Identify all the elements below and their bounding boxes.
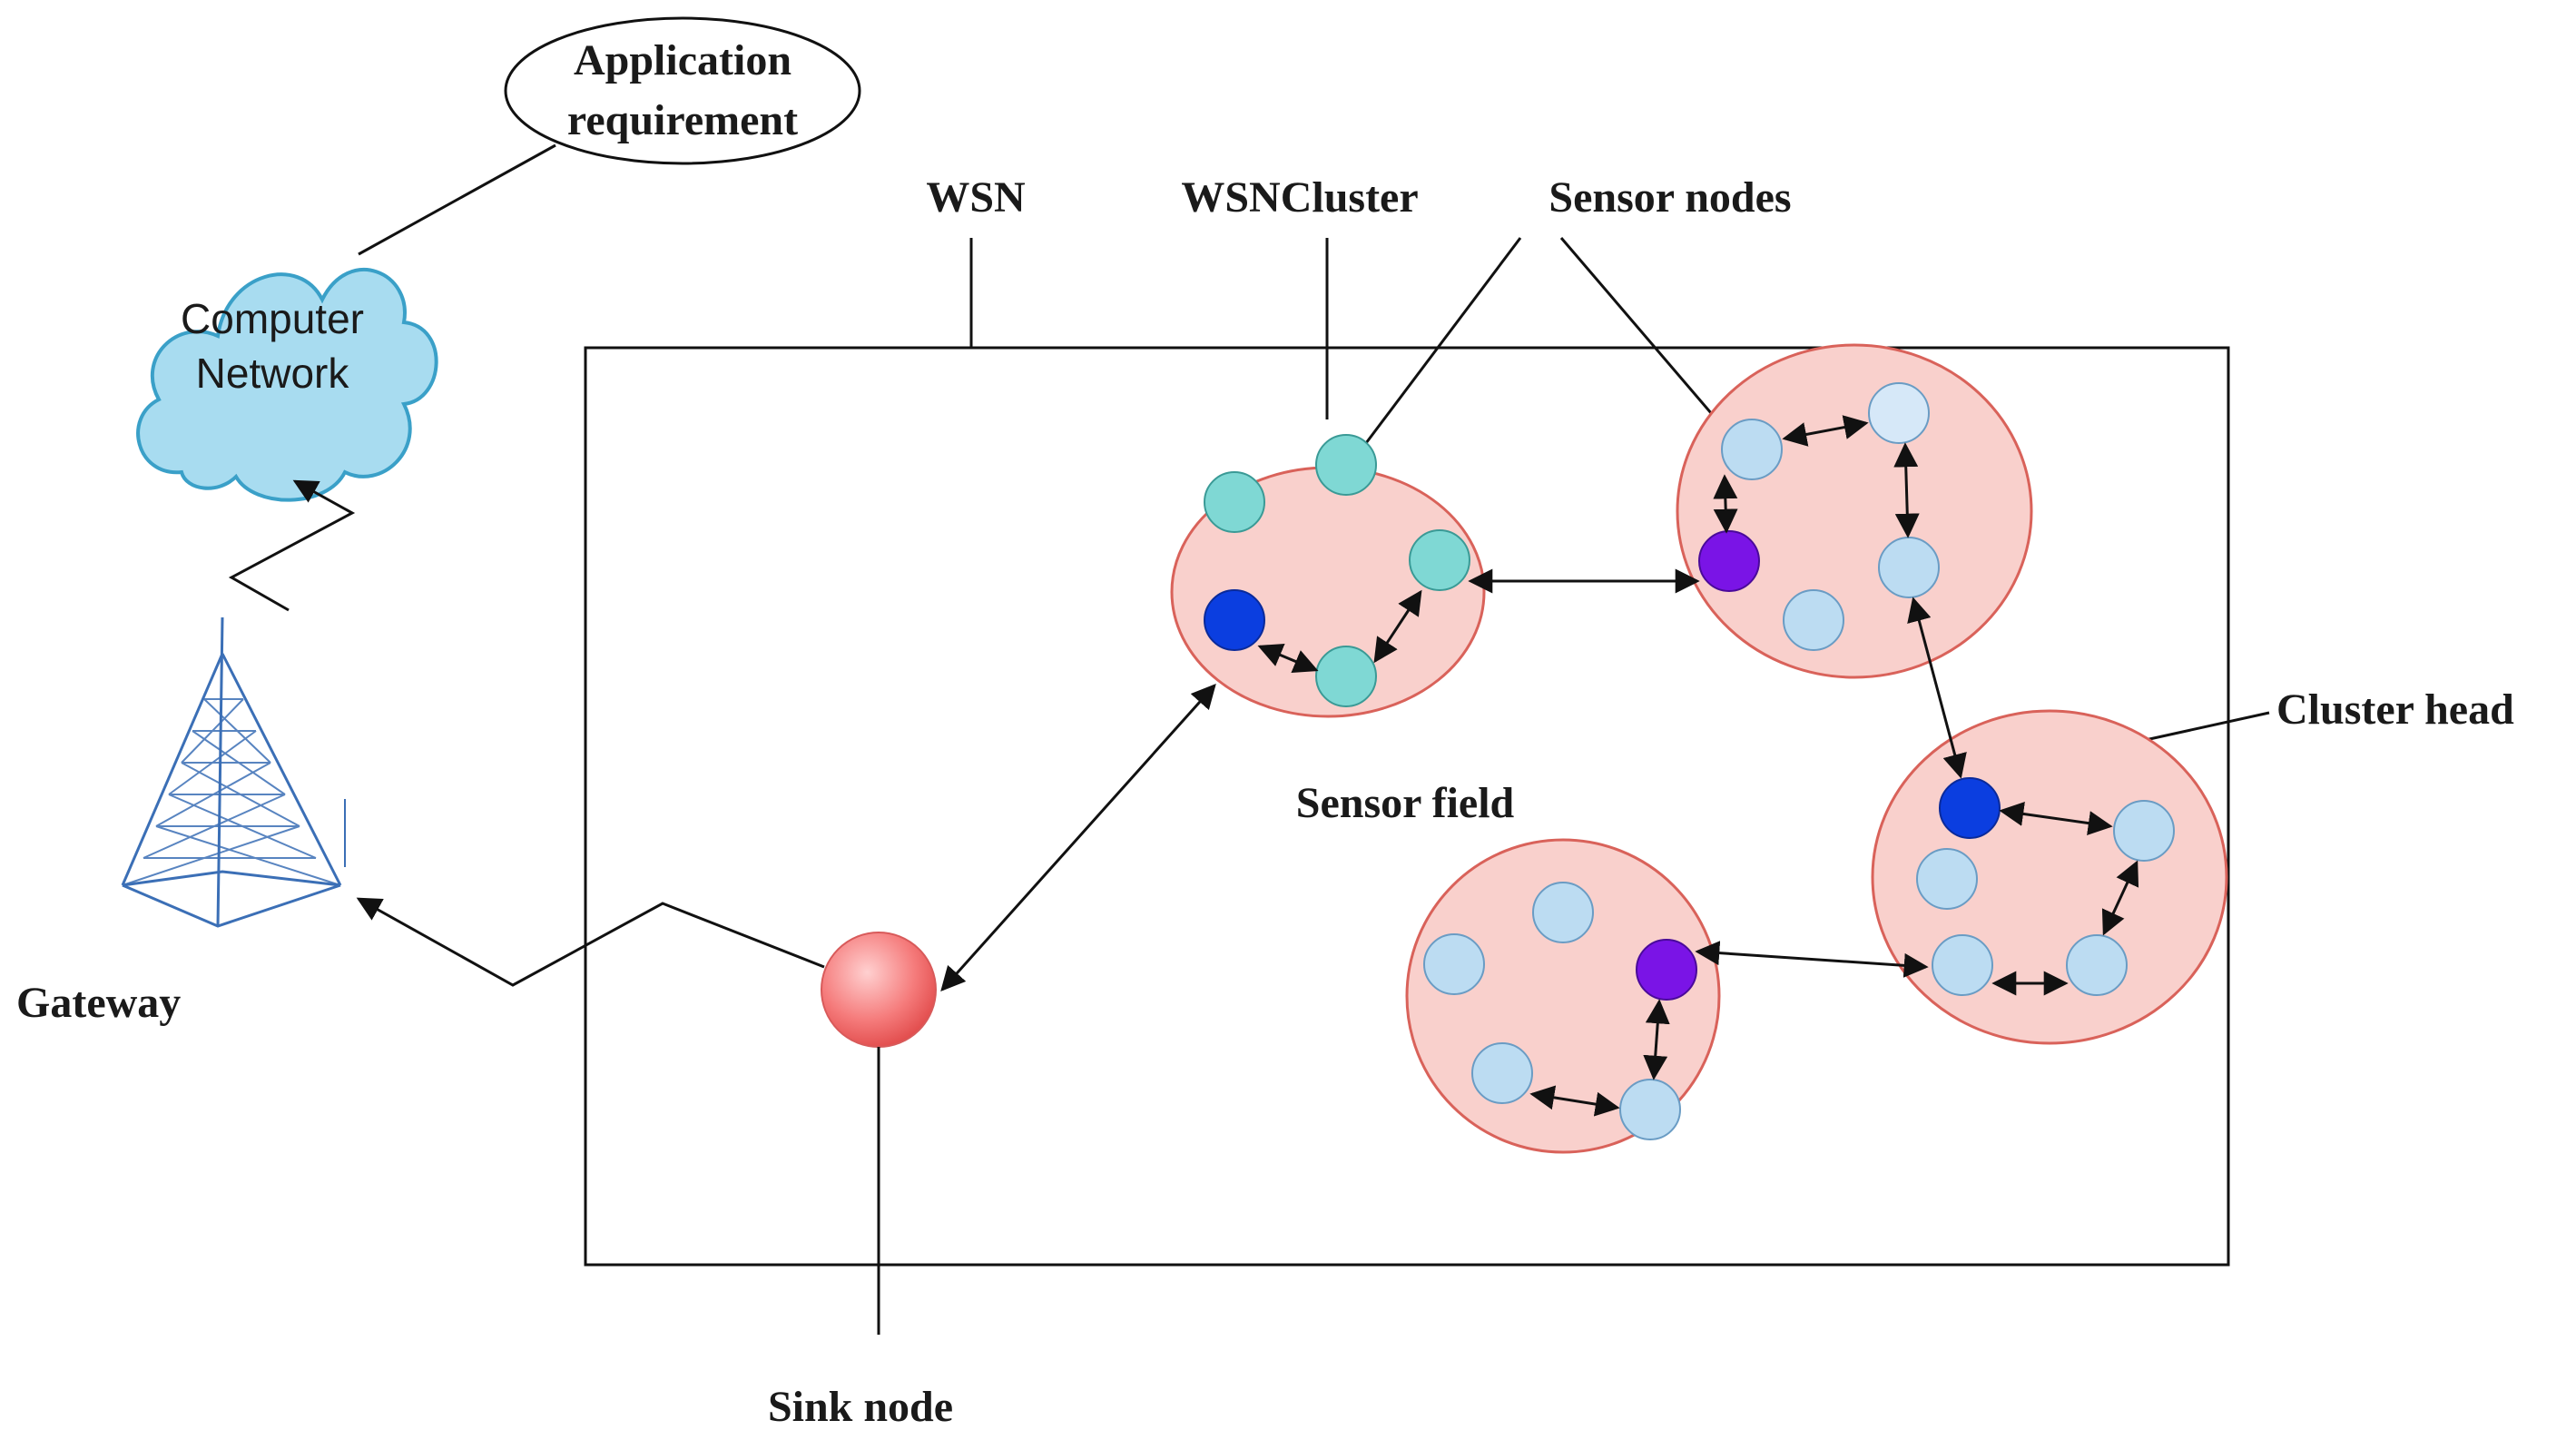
sink-to-cluster1-link (940, 683, 1216, 992)
sensor-node (1423, 933, 1485, 995)
sensor-node (2113, 800, 2175, 862)
sensor-node (1471, 1042, 1533, 1104)
wsn-cluster-label: WSNCluster (1181, 173, 1418, 222)
cluster4-to-cluster3-link (1695, 941, 1929, 978)
sensor-nodes-pointer-2 (1559, 237, 1740, 446)
cluster-head-node (1204, 589, 1265, 651)
app-to-network-connector (358, 143, 556, 256)
application-requirement-line2: requirement (567, 96, 798, 144)
cluster-head-label: Cluster head (2276, 685, 2514, 734)
cluster-head-node (1698, 530, 1760, 592)
sensor-node (2066, 934, 2128, 996)
computer-network-cloud-icon: Computer Network (136, 268, 438, 502)
cluster2-to-cluster3-link (1907, 597, 1967, 779)
gateway-to-network-link (228, 479, 356, 612)
sensor-node (1204, 471, 1265, 533)
sensor-node (1868, 382, 1930, 444)
sensor-node (1532, 882, 1594, 943)
sensor-node (1932, 934, 1993, 996)
cluster-2 (1676, 343, 2033, 679)
sensor-node (1619, 1079, 1681, 1140)
gateway-label: Gateway (16, 979, 181, 1027)
sink-to-gateway-link (356, 897, 825, 987)
sensor-nodes-label: Sensor nodes (1549, 173, 1791, 222)
sensor-nodes-pointer-1 (1364, 237, 1522, 444)
sensor-field-boundary (584, 346, 2230, 1267)
cluster-head-node (1636, 939, 1697, 1001)
gateway-tower-icon (121, 616, 346, 928)
application-requirement-ellipse: Application requirement (504, 16, 861, 165)
cluster-head-node (1939, 777, 2001, 839)
sensor-node (1916, 848, 1978, 910)
sensor-node (1409, 529, 1470, 591)
cluster-1 (1170, 434, 1486, 718)
sensor-node (1878, 537, 1940, 598)
computer-network-line2: Network (196, 350, 350, 397)
sink-node-label: Sink node (768, 1383, 953, 1431)
cluster-3 (1871, 709, 2228, 1045)
sensor-node (1783, 589, 1844, 651)
sensor-field-label: Sensor field (1296, 779, 1515, 827)
sensor-node (1721, 419, 1783, 480)
wsn-label: WSN (926, 173, 1026, 222)
sink-node (821, 932, 937, 1048)
computer-network-line1: Computer (181, 295, 364, 342)
sensor-node (1315, 434, 1377, 496)
sensor-node (1315, 646, 1377, 707)
application-requirement-line1: Application (574, 36, 791, 84)
cluster-4 (1405, 838, 1721, 1154)
